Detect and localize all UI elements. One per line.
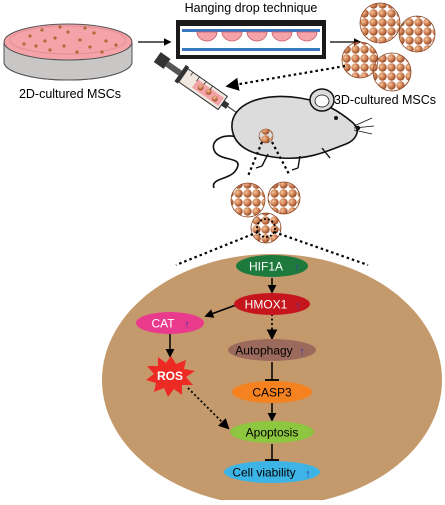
zoom-line-left	[246, 141, 264, 177]
adherent-cells	[22, 25, 118, 54]
petri-dish	[3, 23, 133, 81]
node-autophagy-label: Autophagy	[235, 344, 292, 358]
mouse	[212, 88, 375, 189]
syringe	[153, 52, 250, 122]
zoom-line-cell-left	[175, 230, 259, 267]
node-casp3: CASP3	[232, 381, 312, 403]
node-cat: CAT ↑	[136, 312, 204, 334]
label-2d-cultured: 2D-cultured MSCs	[19, 87, 121, 101]
node-apoptosis-shape	[230, 421, 314, 443]
node-ros-label: ROS	[157, 369, 183, 383]
spheroid-1	[359, 2, 401, 44]
spheroid-3	[341, 41, 379, 79]
spheroid-cluster-top	[341, 2, 436, 92]
mouse-legs	[255, 147, 331, 171]
ros-starburst-shape	[146, 356, 195, 397]
spheroid-2	[398, 15, 436, 53]
node-hmox1-shape	[234, 293, 310, 315]
node-apoptosis: Apoptosis	[230, 421, 314, 443]
node-casp3-shape	[232, 381, 312, 403]
mouse-tail	[212, 135, 241, 189]
node-cat-shape	[136, 312, 204, 334]
label-3d-cultured: 3D-cultured MSCs	[334, 93, 436, 107]
label-hanging-drop: Hanging drop technique	[185, 1, 318, 15]
node-autophagy-shape	[228, 339, 316, 361]
mouse-whiskers	[353, 117, 375, 135]
inhibit-apoptosis-cellviability	[265, 444, 279, 461]
up-arrow-icon: ↑	[184, 319, 190, 331]
node-autophagy: Autophagy ↑	[228, 339, 316, 361]
node-cat-label: CAT	[151, 317, 175, 331]
node-ros: ROS	[146, 356, 195, 397]
spheroid-mid-2	[267, 181, 301, 215]
spheroid-mid-1	[230, 182, 266, 218]
node-cell-viability-label: Cell viability	[232, 466, 295, 480]
node-hif1a: HIF1A ↑	[236, 255, 308, 277]
arrow-hmox1-cat	[204, 304, 237, 318]
up-arrow-icon: ↑	[299, 346, 305, 358]
arrow-spheroids-to-syringe	[225, 64, 346, 91]
up-arrow-icon: ↑	[294, 262, 300, 274]
node-hif1a-label: HIF1A	[249, 260, 283, 274]
zoom-line-cell-right	[273, 230, 369, 267]
mouse-eye	[334, 116, 338, 120]
node-hmox1: HMOX1 ↑	[234, 293, 310, 315]
mouse-body	[231, 95, 358, 160]
up-arrow-icon: ↑	[295, 300, 301, 312]
spheroid-cluster-middle	[230, 181, 301, 244]
arrow-ros-apoptosis	[187, 387, 230, 430]
node-casp3-label: CASP3	[252, 386, 292, 400]
zoom-line-right	[271, 141, 291, 177]
node-cell-viability: Cell viability ↑	[224, 461, 320, 483]
injected-spheroids	[258, 128, 274, 144]
node-hif1a-shape	[236, 255, 308, 277]
spheroid-mid-3	[250, 212, 282, 244]
node-hmox1-label: HMOX1	[245, 298, 288, 312]
zoom-focus-circle	[256, 218, 276, 238]
node-apoptosis-label: Apoptosis	[246, 426, 299, 440]
up-arrow-icon: ↑	[305, 468, 311, 480]
spheroid-4	[372, 52, 412, 92]
hanging-drop-plate	[176, 20, 326, 59]
inhibit-autophagy-casp3	[265, 362, 279, 381]
node-cell-viability-shape	[224, 461, 320, 483]
